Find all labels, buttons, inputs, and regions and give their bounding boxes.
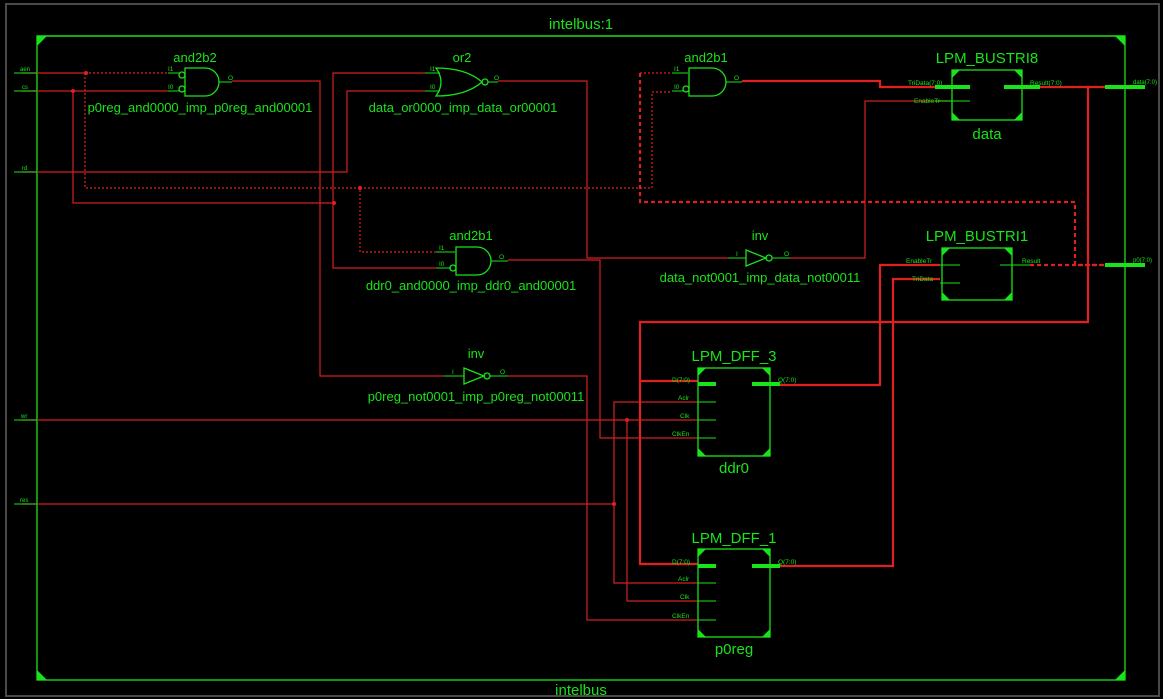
- port-aen-label: aen: [20, 67, 30, 73]
- pin-o: O: [784, 251, 789, 258]
- pin-q: Q(7:0): [778, 559, 796, 566]
- block-lpm-bustri8[interactable]: TriData(7:0) EnableTr Result(7:0) LPM_BU…: [908, 50, 1062, 143]
- port-aen[interactable]: aen: [14, 67, 37, 74]
- block-instance-label: p0reg: [715, 641, 753, 658]
- block-lpm-dff3[interactable]: D(7:0) Aclr Clk ClkEn Q(7:0) LPM_DFF_3 d…: [672, 348, 796, 477]
- port-p0-label: p0(7:0): [1133, 258, 1152, 264]
- pin-o: O: [228, 75, 233, 82]
- gate-instance-label: data_or0000_imp_data_or00001: [369, 100, 558, 115]
- block-instance-label: ddr0: [719, 460, 749, 477]
- pin-i1: I1: [168, 66, 174, 73]
- port-rd[interactable]: rd: [14, 166, 37, 173]
- pin-i1: I1: [439, 245, 445, 252]
- pin-o: O: [499, 254, 504, 261]
- block-lpm-dff1[interactable]: D(7:0) Aclr Clk ClkEn Q(7:0) LPM_DFF_1 p…: [672, 530, 796, 658]
- port-wr-label: wr: [20, 414, 27, 420]
- gate-inv-p0reg-not[interactable]: I O inv p0reg_not0001_imp_p0reg_not00011: [368, 346, 585, 404]
- pin-i: I: [452, 369, 454, 376]
- pin-i1: I1: [430, 66, 436, 73]
- gate-instance-label: p0reg_not0001_imp_p0reg_not00011: [368, 389, 585, 404]
- gate-instance-label: ddr0_and0000_imp_ddr0_and00001: [366, 278, 576, 293]
- port-cs[interactable]: cs: [14, 85, 37, 92]
- viewer-border: [5, 3, 1160, 697]
- pin-clken: ClkEn: [672, 613, 690, 620]
- pin-result: Result(7:0): [1030, 80, 1062, 87]
- pin-d: D(7:0): [672, 559, 690, 566]
- port-p0[interactable]: p0(7:0): [1105, 258, 1152, 267]
- pin-enabletr: EnableTr: [906, 258, 933, 265]
- pin-result: Result: [1022, 258, 1041, 265]
- pin-clken: ClkEn: [672, 431, 690, 438]
- block-type-label: LPM_BUSTRI8: [936, 50, 1039, 67]
- block-type-label: LPM_BUSTRI1: [926, 228, 1029, 245]
- block-type-label: LPM_DFF_3: [691, 348, 776, 365]
- pin-o: O: [494, 75, 499, 82]
- gate-instance-label: p0reg_and0000_imp_p0reg_and00001: [88, 100, 313, 115]
- gate-inv-data-not[interactable]: I O inv data_not0001_imp_data_not00011: [660, 228, 861, 285]
- gate-and2b1-ddr0[interactable]: I1 I0 O and2b1 ddr0_and0000_imp_ddr0_and…: [366, 228, 576, 293]
- gate-type-label: and2b1: [684, 50, 727, 65]
- intelbus-frame[interactable]: [36, 35, 1126, 681]
- port-data-label: data(7:0): [1133, 80, 1157, 86]
- pin-aclr: Aclr: [678, 395, 690, 402]
- block-lpm-bustri1[interactable]: EnableTr TriData Result LPM_BUSTRI1: [906, 228, 1041, 301]
- pin-i: I: [736, 251, 738, 258]
- frame-footer: intelbus: [555, 682, 607, 699]
- pin-d: D(7:0): [672, 377, 690, 384]
- pin-tridata: TriData(7:0): [908, 80, 942, 87]
- pin-clk: Clk: [680, 413, 690, 420]
- pin-enabletr: EnableTr: [914, 98, 941, 105]
- pin-i1: I1: [674, 66, 680, 73]
- gate-type-label: inv: [752, 228, 769, 243]
- pin-i0: I0: [439, 261, 445, 268]
- gate-and2b2[interactable]: I1 I0 O and2b2 p0reg_and0000_imp_p0reg_a…: [88, 50, 313, 115]
- gate-instance-label: data_not0001_imp_data_not00011: [660, 270, 861, 285]
- pin-q: Q(7:0): [778, 377, 796, 384]
- pin-i0: I0: [430, 84, 436, 91]
- pin-i0: I0: [674, 84, 680, 91]
- gate-type-label: inv: [468, 346, 485, 361]
- gate-and2b1-top[interactable]: I1 I0 O and2b1: [672, 50, 742, 97]
- port-res-label: res: [20, 498, 28, 504]
- block-instance-label: data: [972, 126, 1002, 143]
- pin-clk: Clk: [680, 594, 690, 601]
- pin-aclr: Aclr: [678, 576, 690, 583]
- gate-or2[interactable]: I1 I0 O or2 data_or0000_imp_data_or00001: [369, 50, 558, 115]
- pin-tridata: TriData: [912, 276, 933, 283]
- pin-i0: I0: [168, 84, 174, 91]
- gate-type-label: and2b2: [173, 50, 216, 65]
- port-data[interactable]: data(7:0): [1105, 80, 1157, 89]
- port-res[interactable]: res: [14, 498, 37, 505]
- port-rd-label: rd: [22, 166, 27, 172]
- pin-o: O: [500, 369, 505, 376]
- gate-type-label: or2: [453, 50, 472, 65]
- port-wr[interactable]: wr: [14, 414, 37, 421]
- block-type-label: LPM_DFF_1: [691, 530, 776, 547]
- port-cs-label: cs: [22, 85, 28, 91]
- pin-o: O: [734, 75, 739, 82]
- frame-title: intelbus:1: [549, 16, 613, 33]
- gate-type-label: and2b1: [449, 228, 492, 243]
